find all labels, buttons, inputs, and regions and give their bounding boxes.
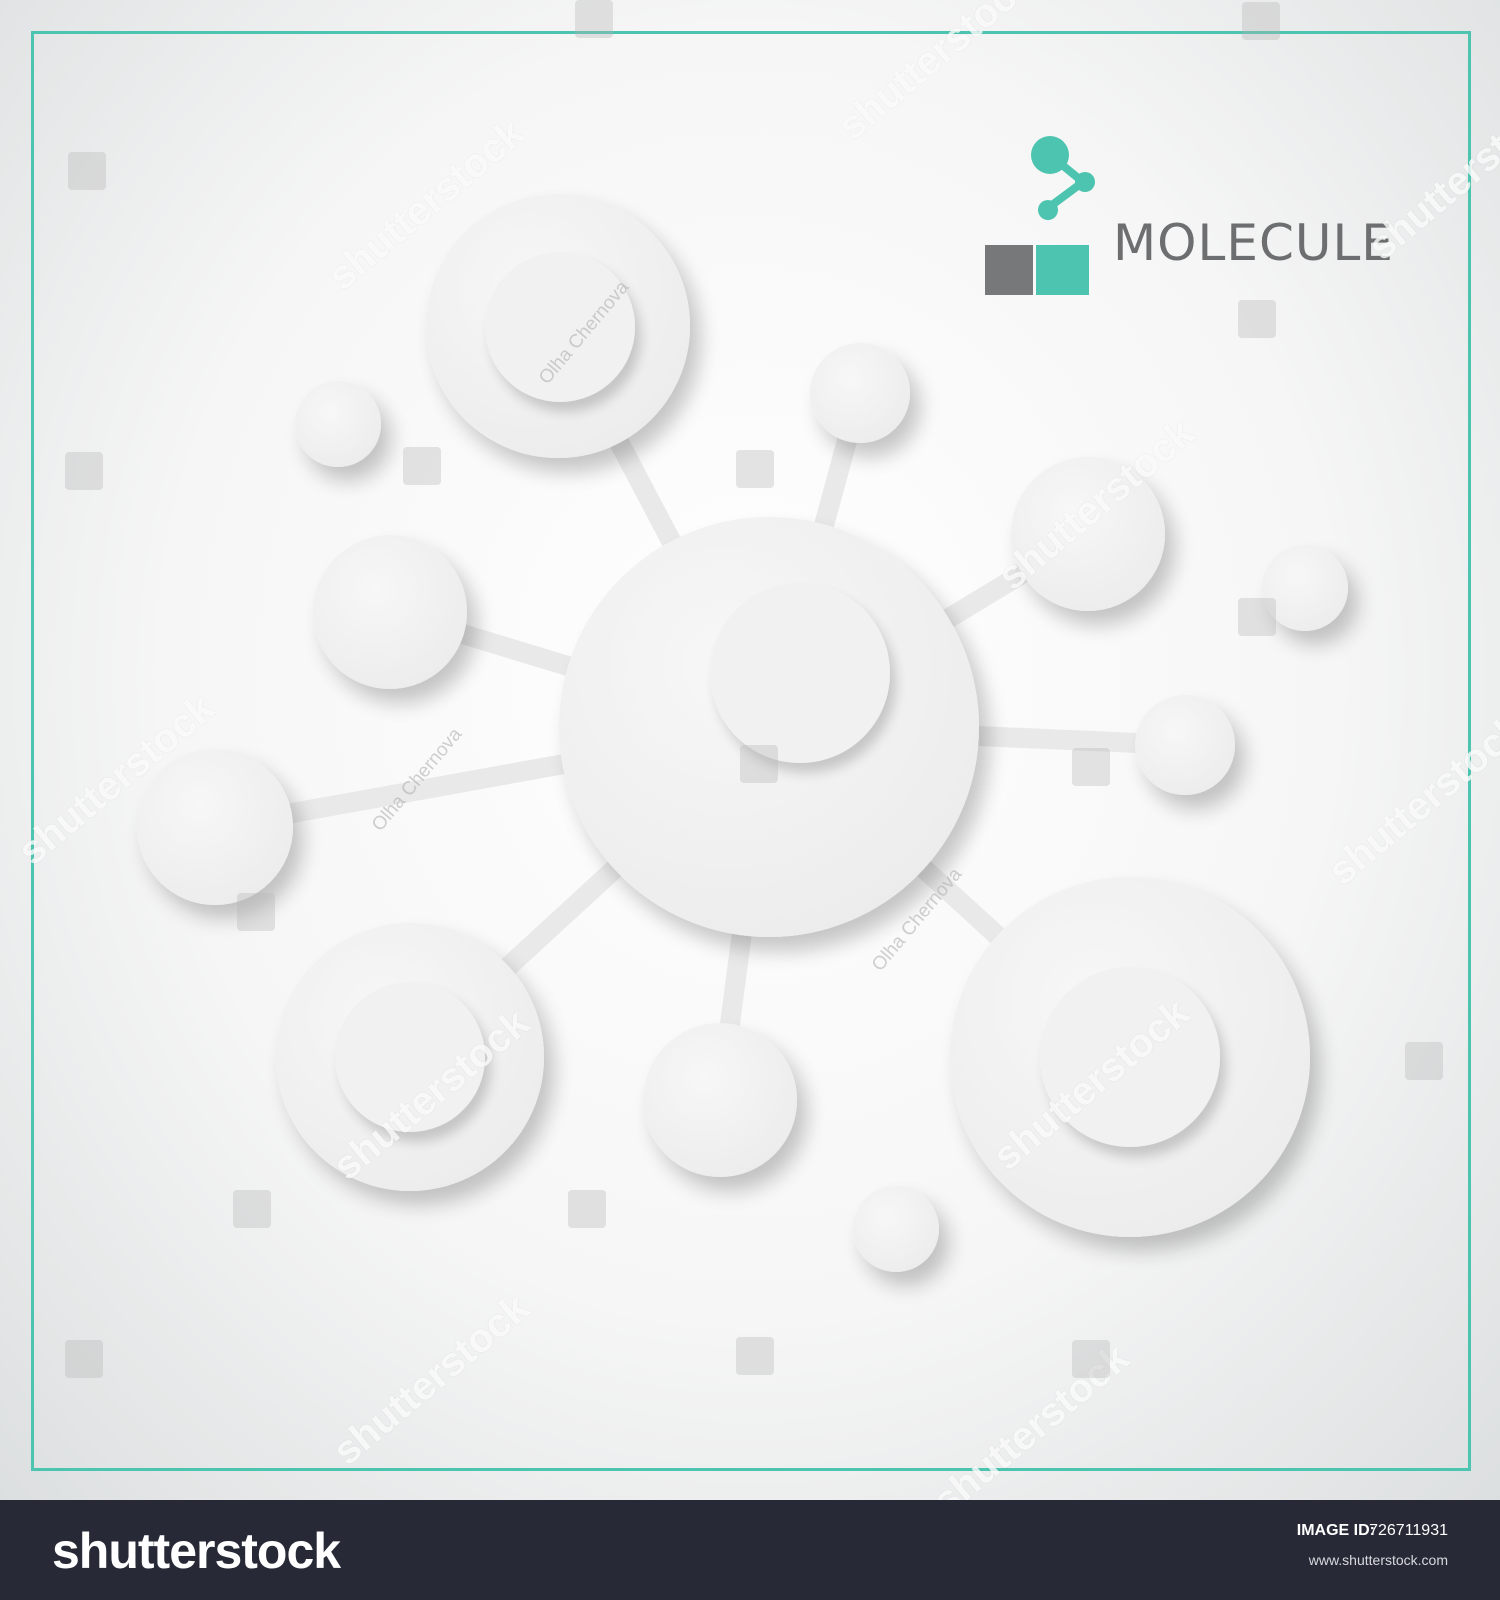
atom-node: [1262, 545, 1348, 631]
atom-node: [643, 1023, 797, 1177]
footer-brand-logo: shutterstock: [52, 1523, 341, 1579]
atom-node: [810, 343, 910, 443]
atom-circle: [313, 535, 467, 689]
gray-color-block: [985, 245, 1033, 295]
atom-node-bottom-right: [950, 877, 1310, 1237]
molecule-diagram: [137, 194, 1348, 1272]
atom-node: [137, 749, 293, 905]
illustration-canvas: MOLECULE shutterstock shutterstock shutt…: [0, 0, 1500, 1500]
atom-node: [313, 535, 467, 689]
atom-circle: [810, 343, 910, 443]
atom-inner-circle: [1040, 967, 1220, 1147]
atom-node: [1011, 457, 1165, 611]
atom-node: [1135, 695, 1235, 795]
atom-circle: [643, 1023, 797, 1177]
atom-node: [295, 381, 381, 467]
atom-node: [853, 1186, 939, 1272]
teal-border-frame: [31, 31, 1471, 1471]
atom-inner-circle: [710, 583, 890, 763]
atom-inner-circle: [485, 252, 635, 402]
footer-bar: shutterstock IMAGE ID: 726711931 www.shu…: [0, 1500, 1500, 1600]
footer-url: www.shutterstock.com: [1308, 1552, 1448, 1568]
atom-node-center: [559, 517, 979, 937]
image-id-value: 726711931: [1369, 1522, 1448, 1539]
atom-nodes: [137, 194, 1348, 1272]
atom-circle: [1135, 695, 1235, 795]
atom-circle: [295, 381, 381, 467]
molecule-icon: [1031, 136, 1095, 220]
teal-color-block: [1036, 245, 1089, 295]
atom-circle: [1011, 457, 1165, 611]
page-title: MOLECULE: [1113, 214, 1394, 272]
image-id-label: IMAGE ID:: [1296, 1522, 1375, 1539]
atom-circle: [1262, 545, 1348, 631]
atom-node-top: [426, 194, 690, 458]
atom-circle: [853, 1186, 939, 1272]
atom-circle: [137, 749, 293, 905]
atom-inner-circle: [335, 982, 485, 1132]
atom-node-bottom-left: [276, 923, 544, 1191]
